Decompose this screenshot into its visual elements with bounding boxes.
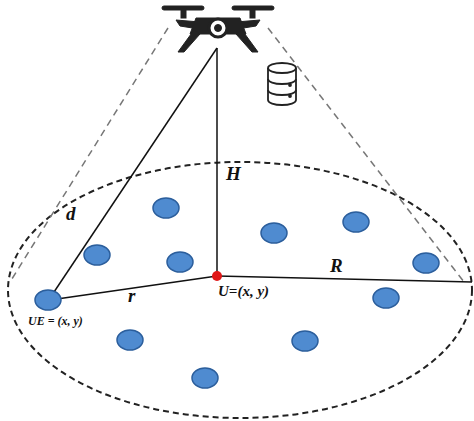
distance-label: d — [66, 204, 76, 223]
beam-line — [268, 28, 464, 282]
cache-database — [268, 63, 296, 105]
height-line — [216, 48, 218, 275]
beam-line — [10, 28, 168, 282]
distance-label: r — [128, 286, 135, 305]
drone-icon — [162, 6, 274, 52]
coverage-area — [8, 162, 472, 418]
ue-label: UE = (x, y) — [28, 315, 83, 327]
distance-line — [50, 48, 217, 298]
position-label: U=(x, y) — [218, 284, 269, 299]
radius-label: R — [330, 256, 343, 275]
height-label: H — [226, 164, 241, 183]
ue-dots — [35, 198, 439, 388]
radius-line — [217, 276, 472, 282]
uav-projection — [212, 271, 222, 281]
